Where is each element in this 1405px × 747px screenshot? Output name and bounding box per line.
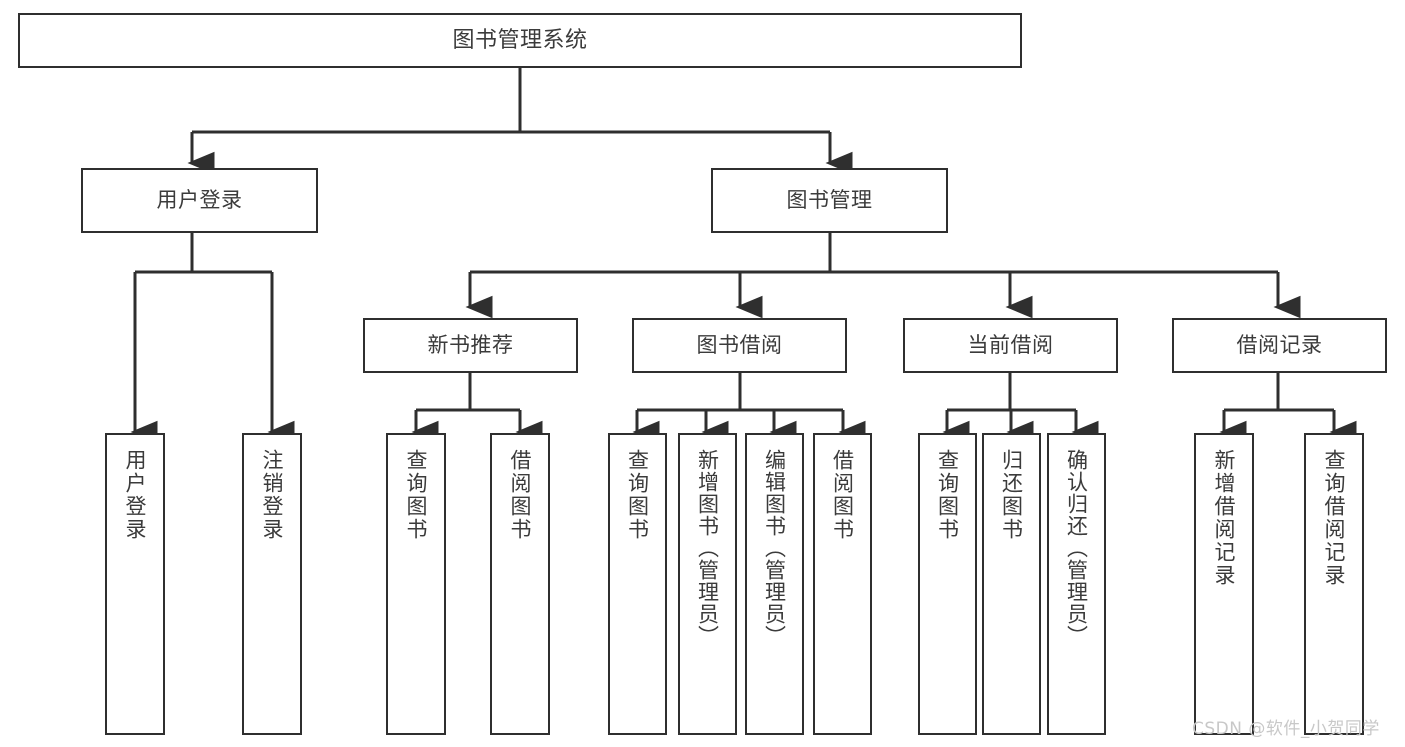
leaf-book-borrow-1-label: 新增图书（管理员） <box>695 449 720 647</box>
node-book-borrow[interactable]: 图书借阅 <box>632 318 847 373</box>
leaf-current-borrow-0-label: 查询图书 <box>935 449 960 541</box>
leaf-user-login-1[interactable]: 注销登录 <box>242 433 302 735</box>
leaf-book-borrow-0[interactable]: 查询图书 <box>608 433 667 735</box>
node-current-borrow-label: 当前借阅 <box>967 333 1054 358</box>
leaf-book-borrow-3-label: 借阅图书 <box>830 449 855 541</box>
leaf-book-borrow-0-label: 查询图书 <box>625 449 650 541</box>
leaf-book-borrow-2[interactable]: 编辑图书（管理员） <box>745 433 804 735</box>
leaf-user-login-1-label: 注销登录 <box>260 449 285 541</box>
node-user-login[interactable]: 用户登录 <box>81 168 318 233</box>
leaf-current-borrow-1-label: 归还图书 <box>999 449 1024 541</box>
leaf-new-book-recommend-0[interactable]: 查询图书 <box>386 433 446 735</box>
leaf-user-login-0-label: 用户登录 <box>123 449 148 541</box>
leaf-current-borrow-0[interactable]: 查询图书 <box>918 433 977 735</box>
leaf-book-borrow-3[interactable]: 借阅图书 <box>813 433 872 735</box>
node-root-label: 图书管理系统 <box>452 27 588 53</box>
leaf-new-book-recommend-0-label: 查询图书 <box>404 449 429 541</box>
node-new-book-recommend[interactable]: 新书推荐 <box>363 318 578 373</box>
leaf-current-borrow-2[interactable]: 确认归还（管理员） <box>1047 433 1106 735</box>
node-current-borrow[interactable]: 当前借阅 <box>903 318 1118 373</box>
leaf-borrow-record-1[interactable]: 查询借阅记录 <box>1304 433 1364 735</box>
leaf-borrow-record-1-label: 查询借阅记录 <box>1322 449 1347 587</box>
leaf-borrow-record-0-label: 新增借阅记录 <box>1212 449 1237 587</box>
node-root[interactable]: 图书管理系统 <box>18 13 1022 68</box>
node-borrow-record-label: 借阅记录 <box>1236 333 1323 358</box>
node-borrow-record[interactable]: 借阅记录 <box>1172 318 1387 373</box>
leaf-borrow-record-0[interactable]: 新增借阅记录 <box>1194 433 1254 735</box>
leaf-book-borrow-2-label: 编辑图书（管理员） <box>762 449 787 647</box>
leaf-book-borrow-1[interactable]: 新增图书（管理员） <box>678 433 737 735</box>
node-new-book-recommend-label: 新书推荐 <box>427 333 514 358</box>
leaf-new-book-recommend-1-label: 借阅图书 <box>508 449 533 541</box>
leaf-user-login-0[interactable]: 用户登录 <box>105 433 165 735</box>
leaf-new-book-recommend-1[interactable]: 借阅图书 <box>490 433 550 735</box>
csdn-watermark: CSDN @软件_小贺同学 <box>1192 719 1380 739</box>
node-user-login-label: 用户登录 <box>156 188 243 213</box>
leaf-current-borrow-1[interactable]: 归还图书 <box>982 433 1041 735</box>
node-book-borrow-label: 图书借阅 <box>696 333 783 358</box>
node-book-management[interactable]: 图书管理 <box>711 168 948 233</box>
node-book-management-label: 图书管理 <box>786 188 873 213</box>
leaf-current-borrow-2-label: 确认归还（管理员） <box>1064 449 1089 647</box>
